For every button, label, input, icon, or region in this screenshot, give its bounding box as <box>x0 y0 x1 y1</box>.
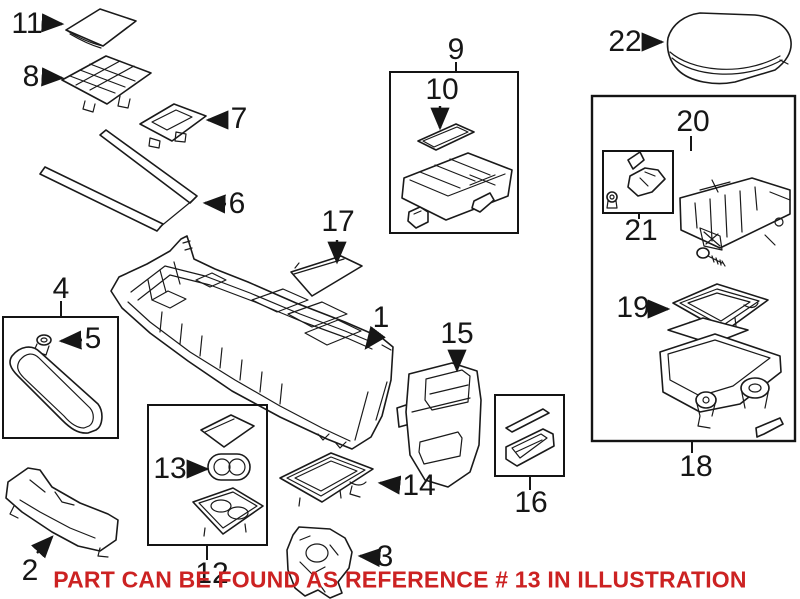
callout-21: 21 <box>624 214 658 247</box>
part-11-trim-panel-drawing <box>65 8 137 49</box>
callout-6: 6 <box>228 187 246 220</box>
callout-13: 13 <box>153 452 187 485</box>
callout-1: 1 <box>372 301 390 334</box>
callout-2: 2 <box>21 554 39 587</box>
group-box-4 <box>2 316 119 439</box>
part-1-console-drawing <box>110 235 394 450</box>
callout-15: 15 <box>440 317 474 350</box>
reference-note: PART CAN BE FOUND AS REFERENCE # 13 IN I… <box>53 566 747 593</box>
callout-18: 18 <box>679 450 713 483</box>
callout-4: 4 <box>52 272 70 305</box>
callout-7: 7 <box>230 102 248 135</box>
callout-8: 8 <box>22 60 40 93</box>
callout-12: 12 <box>195 557 229 590</box>
part-3-bracket-drawing <box>286 526 353 599</box>
callout-19: 19 <box>616 291 650 324</box>
part-22-armrest-lid-drawing <box>666 12 792 85</box>
group-box-18 <box>590 94 797 443</box>
callout-16: 16 <box>514 486 548 519</box>
callout-14: 14 <box>402 469 436 502</box>
part-14-tray-drawing <box>279 452 374 507</box>
callout-leaders <box>60 62 693 560</box>
part-2-bracket-drawing <box>5 467 119 558</box>
callout-11: 11 <box>11 7 43 40</box>
part-7-tray-insert-drawing <box>139 103 207 149</box>
callout-5: 5 <box>84 322 102 355</box>
group-box-9 <box>389 71 519 234</box>
group-box-16 <box>494 394 565 477</box>
callout-arrows <box>31 13 671 568</box>
callout-17: 17 <box>321 205 355 238</box>
callout-22: 22 <box>608 25 642 58</box>
part-17-panel-drawing <box>290 255 363 297</box>
callout-10: 10 <box>425 73 459 106</box>
group-box-12 <box>147 404 268 546</box>
callout-20: 20 <box>676 105 710 138</box>
part-6-chevron-trim-drawing <box>39 129 198 232</box>
callout-9: 9 <box>447 33 465 66</box>
part-8-grid-panel-drawing <box>61 55 152 113</box>
callout-3: 3 <box>376 540 394 573</box>
